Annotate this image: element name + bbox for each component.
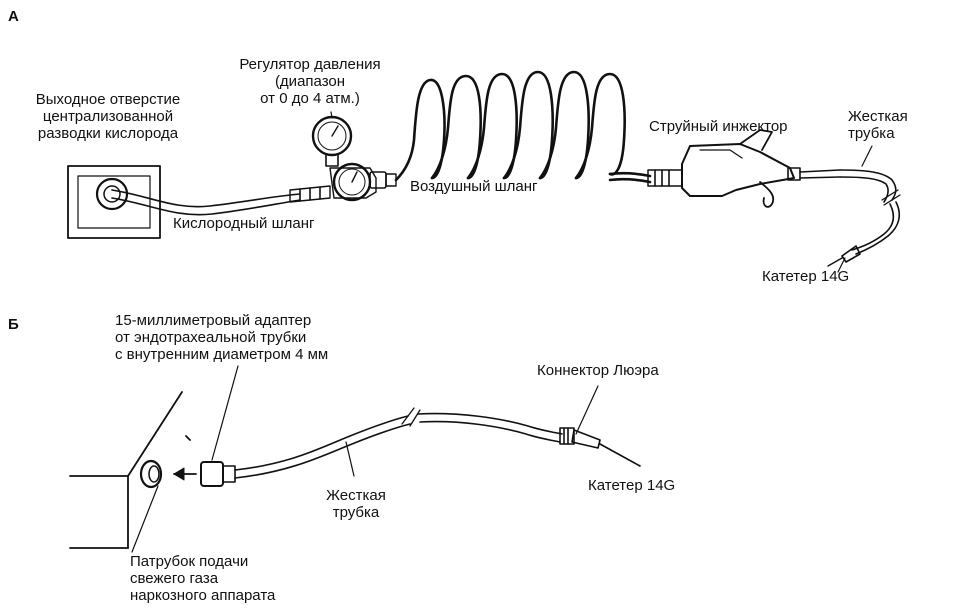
luer-connector-label: Коннектор Люэра: [537, 362, 659, 379]
oxygen-hose-label: Кислородный шланг: [173, 215, 315, 232]
luer-connector: [559, 427, 641, 467]
jet-injector: [647, 129, 841, 208]
adapter-15mm: [200, 461, 236, 487]
catheter-b-label: Катетер 14G: [588, 477, 676, 494]
oxygen-outlet-label-line: разводки кислорода: [37, 125, 179, 142]
fresh-gas-outlet-label-line: Патрубок подачи: [130, 553, 249, 570]
oxygen-outlet-label-line: Выходное отверстие: [35, 91, 181, 108]
jet-injector-label: Струйный инжектор: [649, 118, 788, 135]
pressure-regulator-label-line: Регулятор давления: [239, 56, 381, 73]
pressure-regulator: [311, 115, 397, 202]
pressure-regulator-label: Регулятор давления (диапазон от 0 до 4 а…: [222, 56, 398, 107]
air-hose-label: Воздушный шланг: [410, 178, 538, 195]
wall-outlet-plate: [67, 165, 161, 239]
pressure-regulator-label-line: от 0 до 4 атм.): [260, 90, 360, 107]
panel-a-tag: А: [8, 8, 19, 25]
pressure-regulator-label-line: (диапазон: [274, 73, 346, 90]
rigid-tube-b-label-line: Жесткая: [326, 487, 386, 504]
fresh-gas-outlet-label: Патрубок подачи свежего газа наркозного …: [130, 553, 275, 604]
leader-lines-a: [330, 111, 873, 273]
panel-b-tag: Б: [8, 316, 19, 333]
fresh-gas-outlet-label-line: свежего газа: [130, 570, 219, 587]
catheter-a-label: Катетер 14G: [762, 268, 850, 285]
insertion-arrow: [173, 467, 197, 481]
adapter-label-line: 15-миллиметровый адаптер: [115, 312, 312, 329]
fresh-gas-outlet-label-line: наркозного аппарата: [130, 587, 276, 604]
air-hose-coil: [394, 70, 652, 184]
rigid-tube-a-label-line: трубка: [848, 125, 895, 142]
anesthesia-machine-outline: [69, 391, 191, 549]
rigid-tube-b-label: Жесткая трубка: [318, 487, 394, 521]
leader-lines-b: [131, 365, 599, 553]
adapter-label: 15-миллиметровый адаптер от эндотрахеаль…: [115, 312, 328, 363]
oxygen-hose: [111, 185, 331, 216]
oxygen-outlet-label-line: централизованной: [42, 108, 174, 125]
rigid-tube-a-label-line: Жесткая: [848, 108, 908, 125]
rigid-tube-a: [827, 169, 901, 267]
oxygen-outlet-label: Выходное отверстие централизованной разв…: [20, 91, 196, 142]
adapter-label-line: от эндотрахеальной трубки: [115, 329, 307, 346]
adapter-label-line: с внутренним диаметром 4 мм: [115, 346, 329, 363]
rigid-tube-a-label: Жесткая трубка: [848, 108, 908, 142]
fresh-gas-outlet-port: [139, 459, 163, 489]
rigid-tube-b: [234, 407, 563, 479]
rigid-tube-b-label-line: трубка: [332, 504, 380, 521]
